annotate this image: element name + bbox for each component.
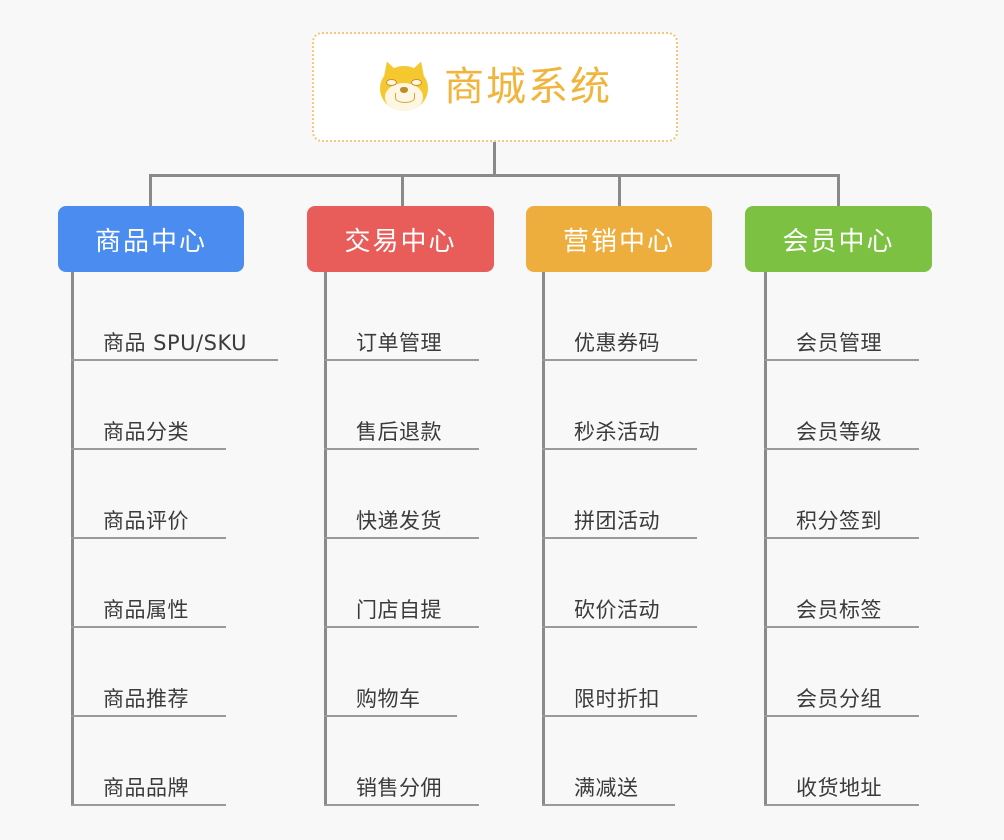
leaf-item[interactable]: 商品属性 (71, 539, 247, 628)
leaf-item-label: 门店自提 (356, 597, 442, 622)
leaf-item[interactable]: 会员管理 (764, 272, 919, 361)
connector-drop-2 (401, 174, 404, 208)
leaf-item-label: 商品分类 (103, 419, 189, 444)
leaf-item[interactable]: 秒杀活动 (542, 361, 697, 450)
leaf-item-underline (71, 537, 226, 539)
column-spine (542, 272, 545, 806)
leaf-column-trade: 订单管理 售后退款 快递发货 门店自提 购物车 销售分佣 (324, 272, 479, 806)
leaf-item[interactable]: 砍价活动 (542, 539, 697, 628)
leaf-item-underline (764, 626, 919, 628)
leaf-item[interactable]: 收货地址 (764, 717, 919, 806)
leaf-item[interactable]: 订单管理 (324, 272, 479, 361)
category-header-label: 交易中心 (344, 226, 457, 257)
leaf-item-label: 商品属性 (103, 597, 189, 622)
leaf-column-product: 商品 SPU/SKU 商品分类 商品评价 商品属性 商品推荐 商品品牌 (71, 272, 278, 806)
leaf-item-label: 会员管理 (796, 330, 882, 355)
leaf-item-label: 砍价活动 (574, 597, 660, 622)
root-node-title: 商城系统 (444, 64, 612, 110)
leaf-item-label: 拼团活动 (574, 508, 660, 533)
leaf-item-label: 商品评价 (103, 508, 189, 533)
leaf-item-label: 商品 SPU/SKU (103, 330, 248, 355)
leaf-item-underline (324, 448, 479, 450)
leaf-item-label: 会员标签 (796, 597, 882, 622)
leaf-item-label: 商品推荐 (103, 686, 189, 711)
leaf-item-label: 会员等级 (796, 419, 882, 444)
category-header-label: 营销中心 (562, 226, 675, 257)
leaf-item-underline (764, 715, 919, 717)
column-spine (324, 272, 327, 806)
leaf-item[interactable]: 商品品牌 (71, 717, 247, 806)
leaf-item-label: 会员分组 (796, 686, 882, 711)
leaf-item[interactable]: 售后退款 (324, 361, 479, 450)
leaf-item-underline (71, 448, 226, 450)
leaf-item[interactable]: 门店自提 (324, 539, 479, 628)
leaf-item-underline (764, 537, 919, 539)
leaf-item[interactable]: 会员等级 (764, 361, 919, 450)
column-spine (71, 272, 74, 806)
leaf-item-label: 购物车 (356, 686, 421, 711)
category-header-trade[interactable]: 交易中心 (307, 206, 494, 272)
root-node-shop-system[interactable]: 商城系统 (312, 32, 678, 142)
leaf-item-label: 限时折扣 (574, 686, 660, 711)
leaf-item-label: 销售分佣 (356, 775, 442, 800)
leaf-item-label: 售后退款 (356, 419, 442, 444)
leaf-item-underline (542, 715, 697, 717)
category-header-product[interactable]: 商品中心 (58, 206, 244, 272)
leaf-item-underline (324, 715, 457, 717)
leaf-item-underline (71, 715, 226, 717)
leaf-item[interactable]: 限时折扣 (542, 628, 697, 717)
leaf-column-marketing: 优惠券码 秒杀活动 拼团活动 砍价活动 限时折扣 满减送 (542, 272, 697, 806)
leaf-item-underline (324, 359, 479, 361)
leaf-item-underline (542, 359, 697, 361)
leaf-item-underline (324, 537, 479, 539)
leaf-item-label: 满减送 (574, 775, 639, 800)
leaf-item-underline (71, 804, 226, 806)
leaf-item-label: 订单管理 (356, 330, 442, 355)
leaf-item[interactable]: 会员分组 (764, 628, 919, 717)
leaf-item-underline (764, 448, 919, 450)
leaf-item-underline (324, 626, 479, 628)
leaf-item[interactable]: 满减送 (542, 717, 675, 806)
category-header-marketing[interactable]: 营销中心 (526, 206, 712, 272)
leaf-item[interactable]: 购物车 (324, 628, 457, 717)
leaf-item[interactable]: 拼团活动 (542, 450, 697, 539)
leaf-item-underline (542, 448, 697, 450)
leaf-item-label: 积分签到 (796, 508, 882, 533)
category-header-label: 会员中心 (782, 226, 895, 257)
leaf-item-underline (764, 359, 919, 361)
connector-drop-3 (618, 174, 621, 208)
leaf-item-label: 商品品牌 (103, 775, 189, 800)
leaf-item[interactable]: 优惠券码 (542, 272, 697, 361)
leaf-item-underline (542, 626, 697, 628)
leaf-item-underline (71, 626, 226, 628)
leaf-item-label: 快递发货 (356, 508, 442, 533)
connector-root-stem (493, 142, 496, 176)
leaf-item[interactable]: 快递发货 (324, 450, 479, 539)
leaf-item-label: 秒杀活动 (574, 419, 660, 444)
leaf-item[interactable]: 销售分佣 (324, 717, 479, 806)
leaf-item[interactable]: 积分签到 (764, 450, 919, 539)
leaf-item-label: 收货地址 (796, 775, 882, 800)
leaf-column-member: 会员管理 会员等级 积分签到 会员标签 会员分组 收货地址 (764, 272, 919, 806)
leaf-item-underline (324, 804, 479, 806)
leaf-item-label: 优惠券码 (574, 330, 660, 355)
connector-drop-4 (837, 174, 840, 208)
leaf-item-underline (542, 804, 675, 806)
category-header-label: 商品中心 (94, 226, 207, 257)
leaf-item[interactable]: 商品推荐 (71, 628, 247, 717)
leaf-item-underline (764, 804, 919, 806)
leaf-item-underline (71, 359, 278, 361)
category-header-member[interactable]: 会员中心 (745, 206, 932, 272)
leaf-item[interactable]: 会员标签 (764, 539, 919, 628)
column-spine (764, 272, 767, 806)
connector-drop-1 (149, 174, 152, 208)
leaf-item-underline (542, 537, 697, 539)
dog-face-icon (376, 58, 432, 113)
leaf-item[interactable]: 商品 SPU/SKU (71, 272, 278, 361)
leaf-item[interactable]: 商品评价 (71, 450, 247, 539)
connector-horizontal-bus (149, 174, 840, 177)
leaf-item[interactable]: 商品分类 (71, 361, 247, 450)
